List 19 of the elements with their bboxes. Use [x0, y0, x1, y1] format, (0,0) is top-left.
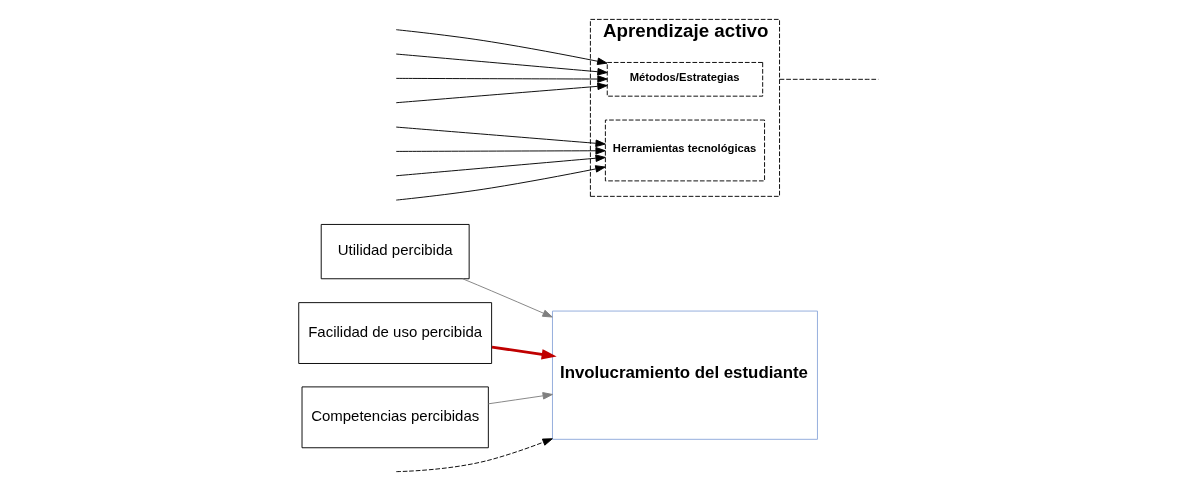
node-box: Herramientas tecnológicas	[604, 119, 765, 182]
arrow	[395, 126, 606, 148]
arrow	[461, 278, 553, 318]
arrow	[395, 75, 608, 83]
arrow	[395, 147, 606, 155]
arrow	[395, 154, 606, 177]
arrow	[395, 29, 607, 65]
arrow	[395, 82, 608, 104]
arrow	[395, 165, 606, 201]
arrow	[491, 345, 557, 360]
arrow	[395, 438, 553, 473]
node-box: Métodos/Estrategias	[606, 62, 763, 97]
node-box: Facilidad de uso percibida	[297, 302, 492, 364]
arrow	[395, 53, 608, 76]
node-box: Utilidad percibida	[320, 223, 470, 280]
node-box: Competencias percibidas	[301, 386, 489, 449]
node-box: Involucramiento del estudiante	[551, 310, 818, 440]
arrow	[487, 392, 553, 405]
connector	[778, 78, 879, 80]
